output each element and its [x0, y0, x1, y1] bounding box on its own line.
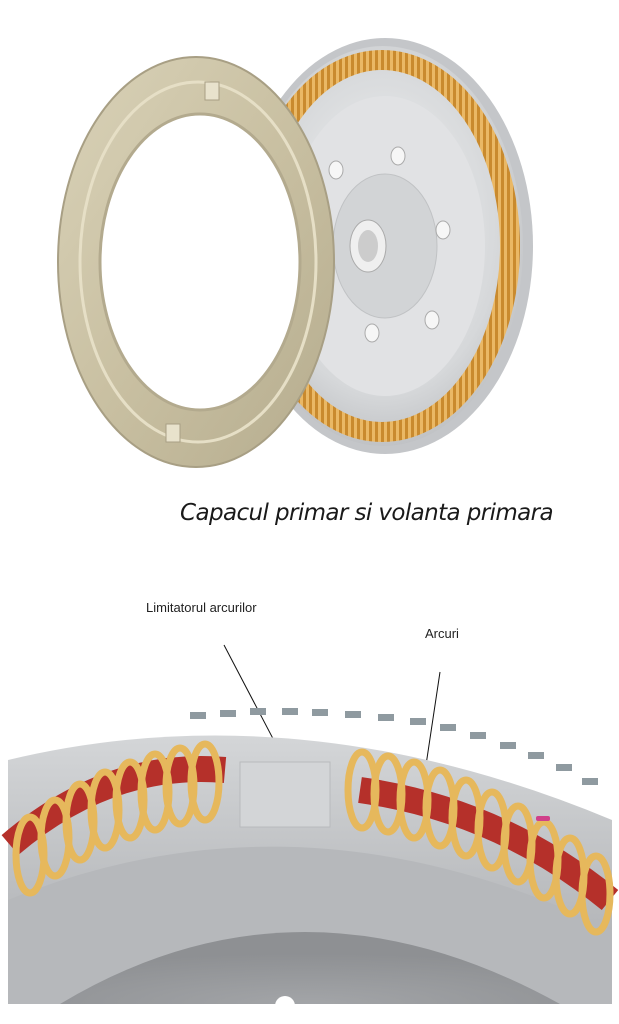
- alignment-mark: [536, 816, 550, 821]
- center-bowl: [60, 932, 560, 1004]
- spring-right: [344, 748, 619, 936]
- label-spring-limiter: Limitatorul arcurilor: [146, 600, 257, 615]
- figure-caption: Capacul primar si volanta primara: [180, 500, 554, 526]
- spring-detail-illustration: [1, 644, 619, 1016]
- ring-gear-teeth: [190, 708, 598, 785]
- label-springs: Arcuri: [425, 626, 459, 641]
- spring-left: [1, 740, 227, 897]
- spring-limiter-block: [239, 761, 331, 828]
- center-hole: [275, 996, 295, 1016]
- cover-ring: [57, 56, 335, 468]
- cover-and-flywheel-illustration: [57, 38, 533, 468]
